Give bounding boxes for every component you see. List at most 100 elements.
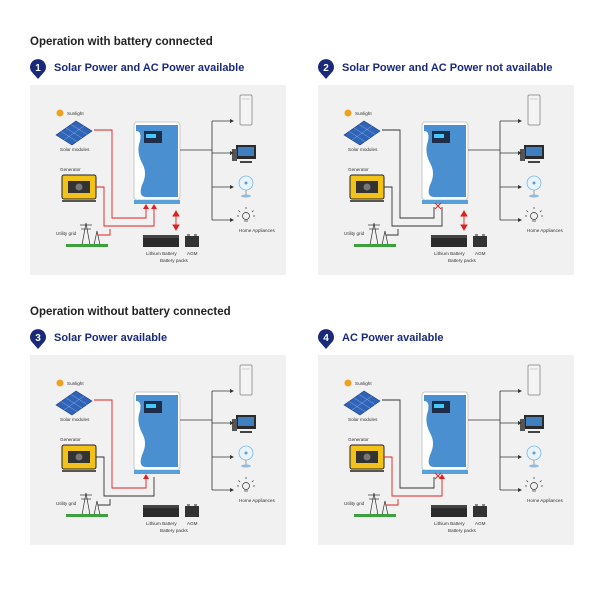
inverter-icon [421,391,469,474]
solar-modules-label: Solar modules [348,147,378,152]
home-appliances-label: Home Appliances [239,498,275,503]
lithium-battery-icon [431,505,467,517]
battery-packs-label: Battery packs [448,258,477,263]
generator-label: Generator [60,167,81,172]
step-number: 3 [35,333,41,344]
utility-tower-icon [368,222,389,246]
utility-tower-icon [80,492,101,516]
battery-packs-label: Battery packs [448,528,477,533]
sunlight-label: Sunlight [67,111,84,116]
computer-icon [520,415,544,433]
generator-icon [61,174,97,202]
air-conditioner-icon [527,94,541,126]
inverter-icon [421,121,469,204]
section-title-without-battery: Operation without battery connected [30,306,231,318]
battery-packs-label: Battery packs [160,258,189,263]
home-appliances-label: Home Appliances [527,228,563,233]
generator-label: Generator [348,437,369,442]
step-number: 4 [323,333,329,344]
utility-grid-label: Utility grid [56,231,77,236]
solar-modules-label: Solar modules [348,417,378,422]
sunlight-label: Sunlight [67,381,84,386]
utility-tower-icon [80,222,101,246]
step-number: 1 [35,63,41,74]
agm-battery-icon [473,234,487,247]
sunlight-icon [344,379,352,387]
inverter-icon [133,391,181,474]
step-badge-3: 3 [28,328,48,350]
ac-input-arrow [151,204,157,209]
fan-icon [526,445,542,468]
solar-panel-icon [343,390,381,416]
load-arrows [230,119,234,222]
light-bulb-icon [237,207,255,222]
ac-input-wire [384,456,443,506]
sunlight-icon [56,379,64,387]
solar-input-wire [94,399,147,489]
diagram-panel-1: Sunlight Solar modules Generator Utility… [30,85,286,275]
solar-input-wire [382,399,435,489]
solar-panel-icon [343,120,381,146]
battery-link [172,210,180,231]
light-bulb-icon [525,207,543,222]
fan-icon [526,175,542,198]
generator-label: Generator [60,437,81,442]
step-badge-2: 2 [316,58,336,80]
section-title-with-battery: Operation with battery connected [30,36,213,48]
computer-icon [232,145,256,163]
generator-icon [61,444,97,472]
ac-input-arrow [439,474,445,479]
lithium-battery-label: Lithium Battery [434,251,465,256]
generator-icon [349,444,385,472]
computer-icon [232,415,256,433]
blocked-input-mark [434,472,442,480]
lithium-battery-icon [143,505,179,517]
diagram-panel-2: Sunlight Solar modules Generator Utility… [318,85,574,275]
panel-heading-4: AC Power available [342,332,444,344]
solar-modules-label: Solar modules [60,147,90,152]
solar-input-arrow [143,204,149,209]
panel-heading-2: Solar Power and AC Power not available [342,62,553,74]
battery-packs-label: Battery packs [160,528,189,533]
grass-icon [66,514,108,517]
load-wiring [180,390,230,491]
panel-heading-3: Solar Power available [54,332,168,344]
ac-input-wire [384,186,443,236]
sunlight-icon [56,109,64,117]
solar-input-wire [382,129,435,219]
load-arrows [518,389,522,492]
lithium-battery-icon [431,235,467,247]
lithium-battery-label: Lithium Battery [146,251,177,256]
generator-icon [349,174,385,202]
load-wiring [468,120,518,221]
diagram-panel-3: Sunlight Solar modules Generator Utility… [30,355,286,545]
air-conditioner-icon [239,364,253,396]
battery-link [460,210,468,231]
ac-input-wire [96,456,155,506]
sunlight-icon [344,109,352,117]
load-wiring [180,120,230,221]
sunlight-label: Sunlight [355,381,372,386]
step-number: 2 [323,63,329,74]
utility-grid-label: Utility grid [344,231,365,236]
agm-label: AGM [187,521,198,526]
home-appliances-label: Home Appliances [239,228,275,233]
blocked-input-mark [434,202,442,210]
fan-icon [238,175,254,198]
grass-icon [354,514,396,517]
ac-input-wire [96,186,155,236]
step-badge-4: 4 [316,328,336,350]
solar-modules-label: Solar modules [60,417,90,422]
step-badge-1: 1 [28,58,48,80]
agm-battery-icon [185,234,199,247]
light-bulb-icon [237,477,255,492]
load-arrows [518,119,522,222]
utility-tower-icon [368,492,389,516]
load-wiring [468,390,518,491]
lithium-battery-label: Lithium Battery [434,521,465,526]
grass-icon [354,244,396,247]
air-conditioner-icon [239,94,253,126]
generator-label: Generator [348,167,369,172]
air-conditioner-icon [527,364,541,396]
utility-grid-label: Utility grid [344,501,365,506]
